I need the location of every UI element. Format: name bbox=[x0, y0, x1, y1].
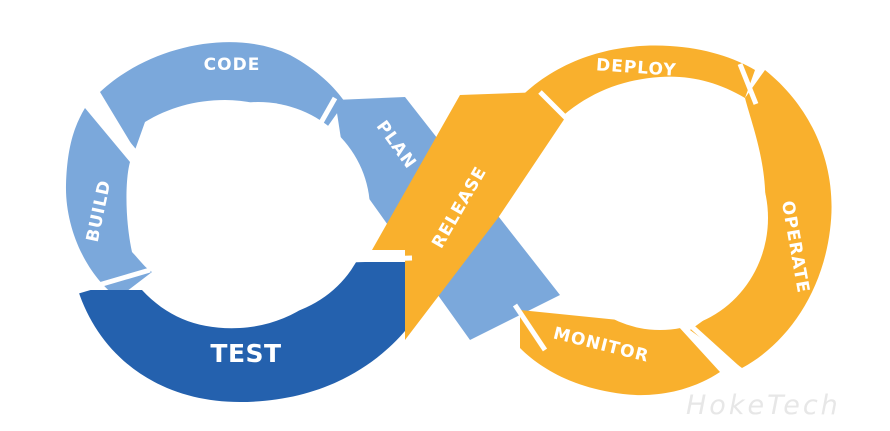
monitor-arc bbox=[520, 310, 720, 396]
code-arc bbox=[100, 42, 345, 150]
test-arc bbox=[78, 262, 410, 402]
left-loop-center bbox=[146, 102, 370, 318]
segment-separators bbox=[74, 63, 759, 374]
build-arc bbox=[65, 108, 152, 298]
stage-label-test: TEST bbox=[210, 339, 281, 368]
right-loop-center bbox=[552, 106, 768, 330]
operate-arc bbox=[690, 70, 832, 368]
release-arrow bbox=[372, 92, 565, 340]
watermark-text: HokeTech bbox=[686, 390, 841, 421]
stage-label-code: CODE bbox=[204, 55, 261, 75]
deploy-arc bbox=[505, 45, 755, 130]
